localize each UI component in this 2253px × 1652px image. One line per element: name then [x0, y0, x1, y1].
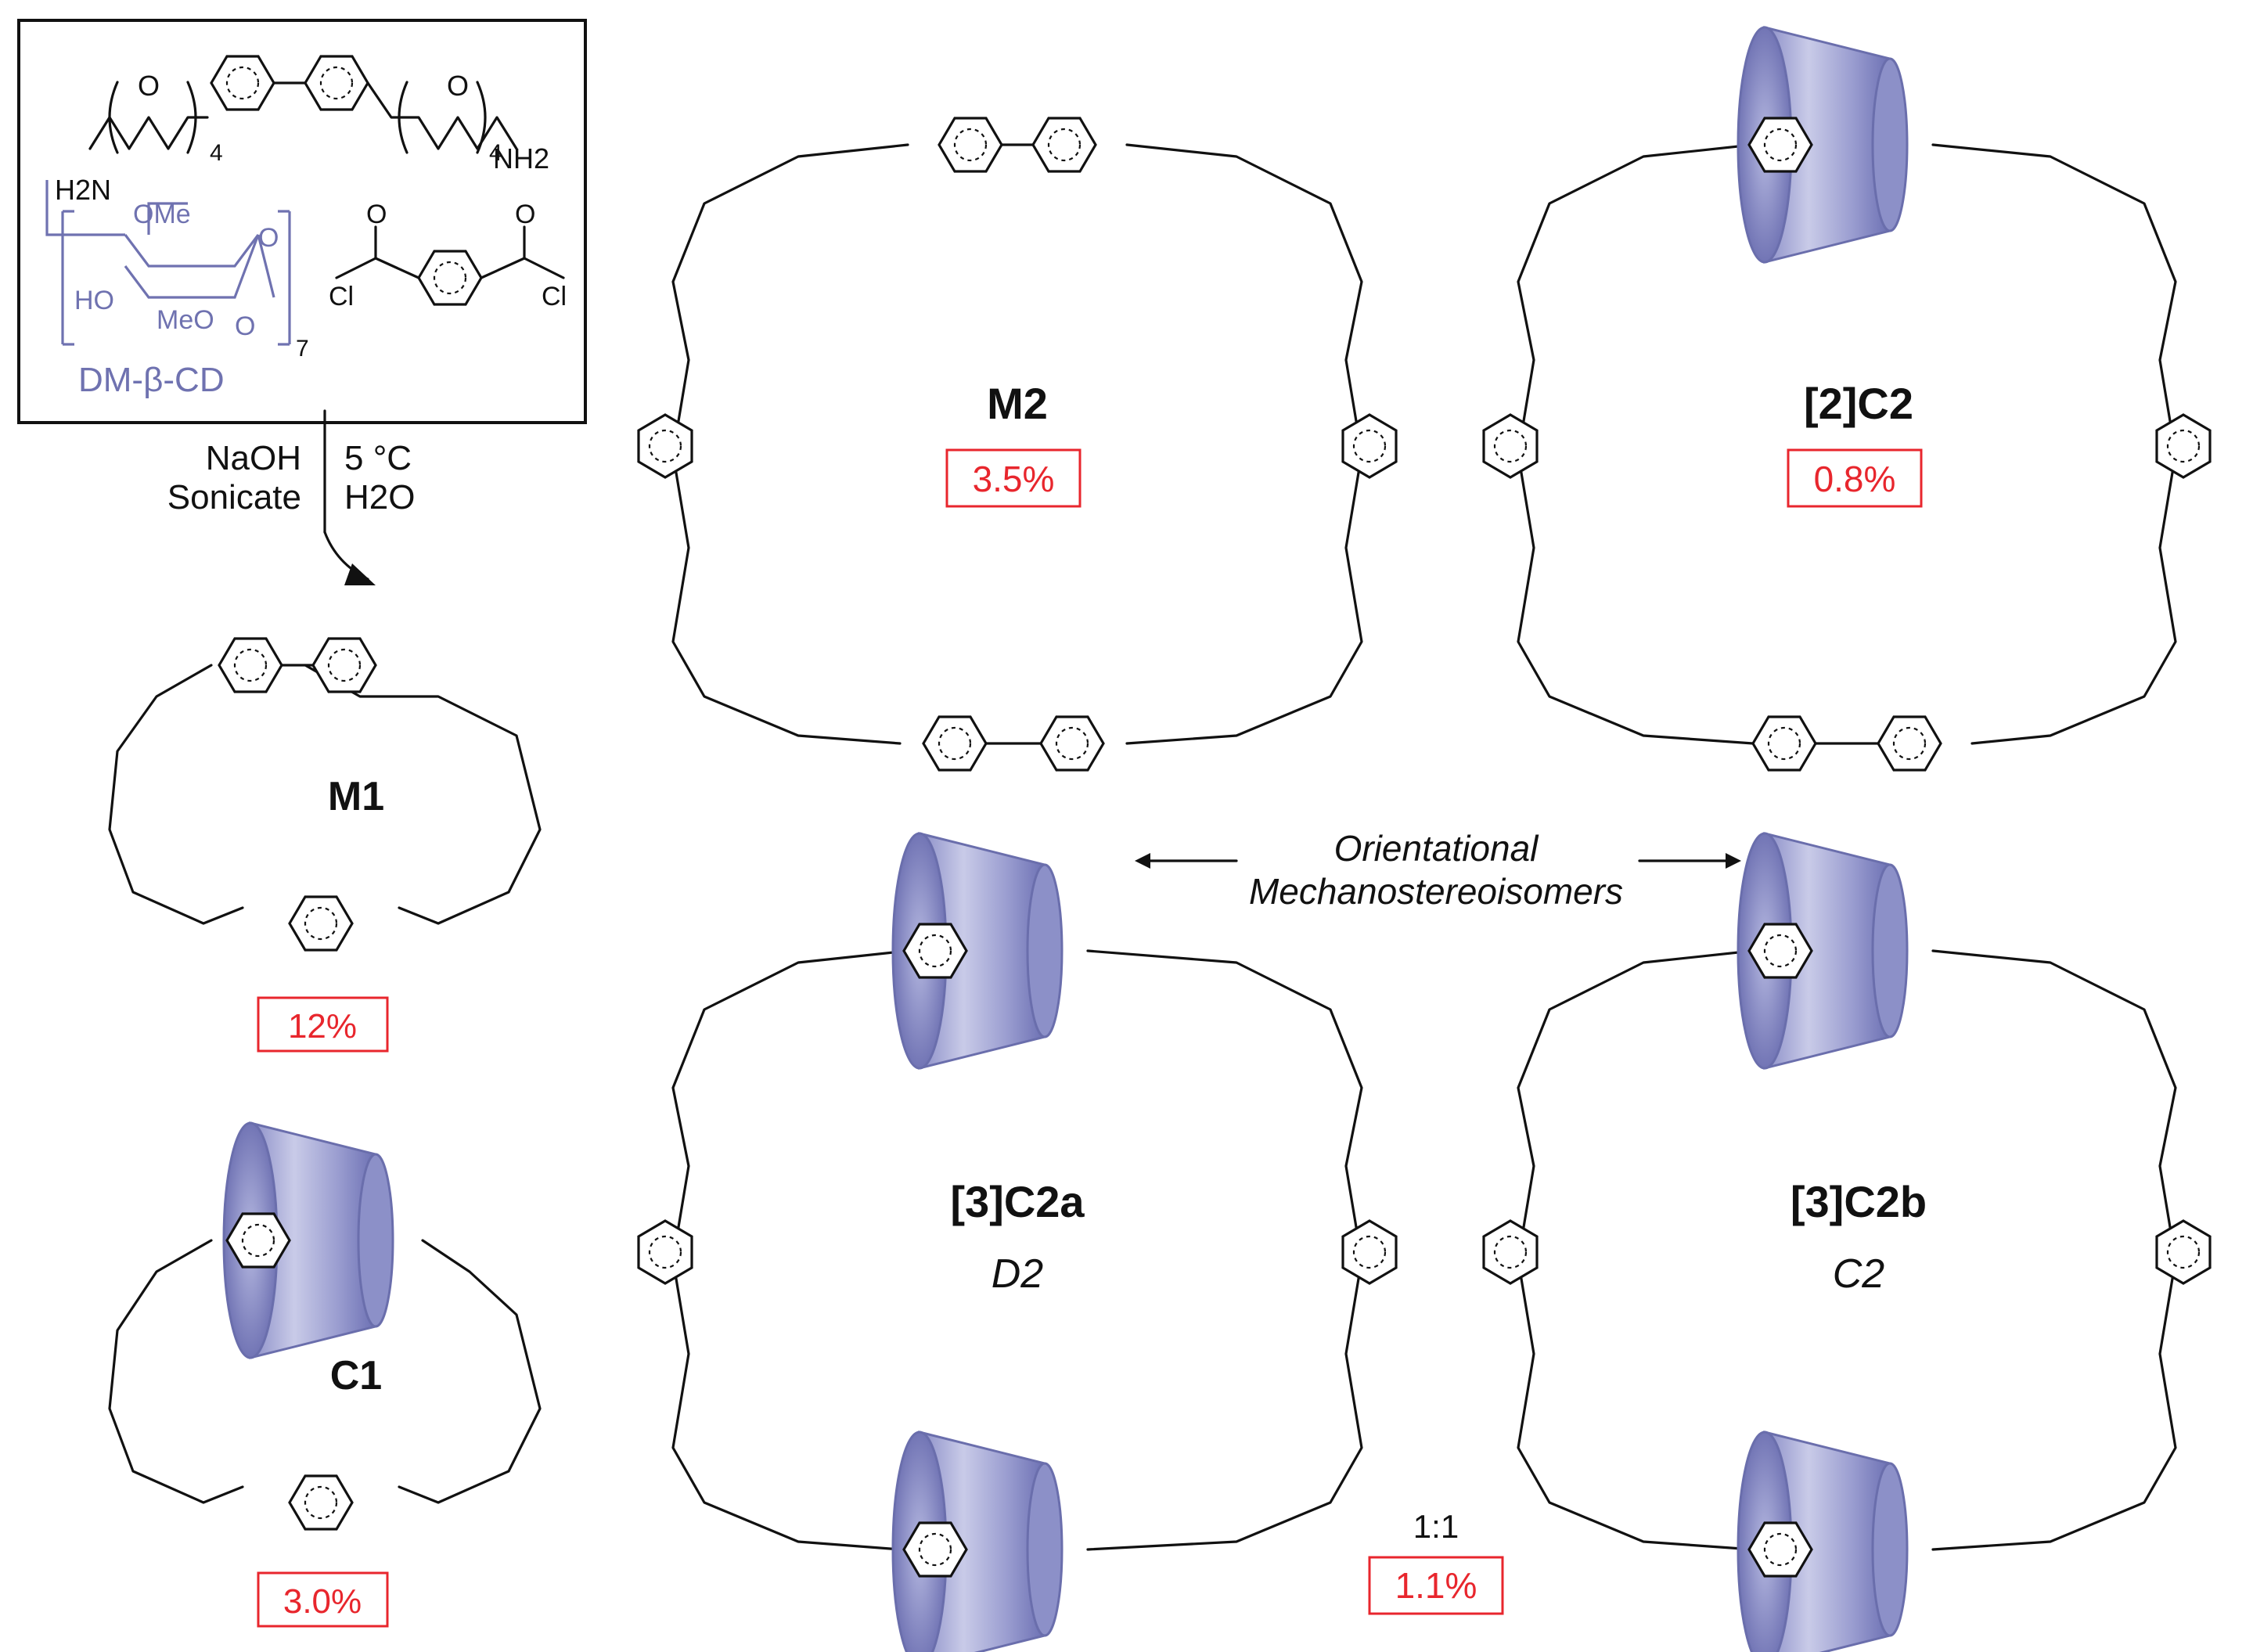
svg-text:MeO: MeO: [157, 305, 214, 335]
isomer-yield: 1:1 1.1%: [1368, 1508, 1504, 1615]
svg-text:O: O: [366, 200, 387, 229]
cd-label: DM-β-CD: [78, 361, 225, 399]
svg-text:O: O: [447, 70, 469, 102]
2c2-label: [2]C2: [1804, 379, 1913, 428]
isomer-yield-value: 1.1%: [1395, 1565, 1477, 1606]
macrocycle-m2: M2 3.5%: [637, 117, 1398, 772]
rotaxane-c1: C1 3.0%: [108, 1121, 542, 1628]
3c2b-symmetry: C2: [1833, 1251, 1885, 1297]
isomer-ratio: 1:1: [1413, 1508, 1459, 1545]
reagent-box: O O 4 4 H2N NH2 OMe HO MeO O O 7 DM-β-CD: [17, 19, 587, 424]
condition-naoh: NaOH: [206, 439, 301, 477]
condition-temp: 5 °C: [344, 439, 412, 477]
svg-text:O: O: [258, 223, 279, 253]
3c2a-symmetry: D2: [992, 1251, 1044, 1297]
catenane-3c2b: [3]C2b C2: [1482, 832, 2212, 1652]
3c2a-label: [3]C2a: [950, 1177, 1085, 1226]
condition-solvent: H2O: [344, 478, 415, 516]
svg-text:HO: HO: [74, 286, 114, 315]
2c2-yield: 0.8%: [1814, 459, 1896, 499]
svg-text:7: 7: [296, 336, 309, 362]
svg-text:Cl: Cl: [542, 282, 567, 311]
m1-label: M1: [328, 774, 384, 819]
reaction-arrow: NaOH Sonicate 5 °C H2O: [167, 409, 415, 585]
macrocycle-m1: M1 12%: [108, 637, 542, 1053]
svg-text:4: 4: [210, 140, 223, 166]
svg-text:4: 4: [489, 140, 502, 166]
svg-text:Cl: Cl: [329, 282, 354, 311]
amine-right: NH2: [493, 142, 549, 175]
isomer-annotation: Orientational Mechanostereoisomers: [1135, 828, 1741, 912]
m1-yield: 12%: [288, 1007, 357, 1046]
isomer-label-1: Orientational: [1334, 828, 1540, 869]
catenane-2c2: [2]C2 0.8%: [1482, 26, 2212, 772]
c1-yield: 3.0%: [283, 1582, 362, 1621]
amine-left: H2N: [55, 174, 111, 206]
c1-label: C1: [330, 1353, 382, 1398]
catenane-3c2a: [3]C2a D2: [637, 832, 1398, 1652]
isomer-label-2: Mechanostereoisomers: [1249, 871, 1623, 912]
svg-text:O: O: [515, 200, 535, 229]
ether-o: O: [138, 70, 160, 102]
m2-label: M2: [987, 379, 1048, 428]
svg-text:OMe: OMe: [133, 200, 191, 229]
condition-sonicate: Sonicate: [167, 478, 301, 516]
svg-text:O: O: [235, 311, 255, 341]
m2-yield: 3.5%: [973, 459, 1055, 499]
3c2b-label: [3]C2b: [1791, 1177, 1927, 1226]
